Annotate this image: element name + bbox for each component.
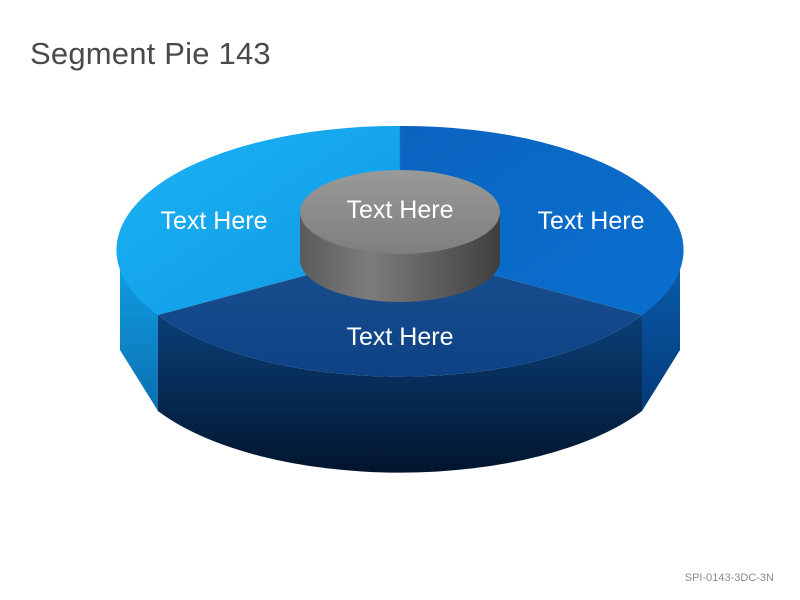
left-segment-label: Text Here	[161, 207, 268, 235]
front-segment-label: Text Here	[347, 323, 454, 351]
right-segment-label: Text Here	[538, 207, 645, 235]
slide-code: SPI-0143-3DC-3N	[684, 572, 774, 584]
right-segment-wall	[642, 250, 680, 411]
left-segment-wall	[120, 250, 158, 411]
front-segment-wall	[158, 315, 642, 473]
hub-label: Text Here	[347, 196, 454, 224]
hub-top	[300, 170, 500, 254]
front-segment-top	[158, 250, 642, 377]
page-title: Segment Pie 143	[30, 36, 271, 71]
